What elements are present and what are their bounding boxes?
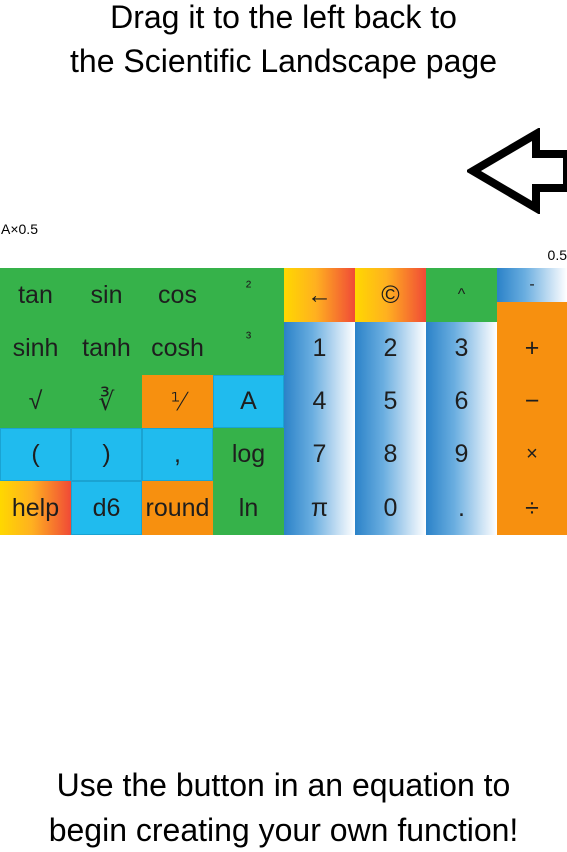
negate-key-spacer	[497, 302, 567, 322]
log-key[interactable]: log	[213, 428, 284, 481]
cbrt-key[interactable]: ∛	[71, 375, 142, 428]
negate-key[interactable]: -	[497, 268, 567, 302]
cube-key-spacer	[213, 355, 284, 375]
left-arrow-outline-icon[interactable]	[467, 128, 567, 214]
sqrt-key[interactable]: √	[0, 375, 71, 428]
digit-2-key[interactable]: 2	[355, 322, 426, 375]
divide-key[interactable]: ÷	[497, 481, 567, 535]
variable-a-key[interactable]: A	[213, 375, 284, 428]
digit-9-key[interactable]: 9	[426, 428, 497, 481]
reciprocal-key[interactable]: ⅟	[142, 375, 213, 428]
value-label: 0.5	[547, 247, 567, 263]
digit-0-key[interactable]: 0	[355, 481, 426, 535]
right-paren-key[interactable]: )	[71, 428, 142, 481]
digit-1-key[interactable]: 1	[284, 322, 355, 375]
digit-8-key[interactable]: 8	[355, 428, 426, 481]
hint-line-2: begin creating your own function!	[48, 812, 519, 848]
instruction-line-1: Drag it to the left back to	[110, 0, 457, 35]
round-key[interactable]: round	[142, 481, 213, 535]
left-paren-key[interactable]: (	[0, 428, 71, 481]
comma-key[interactable]: ,	[142, 428, 213, 481]
cube-key[interactable]: ³	[213, 322, 284, 355]
decimal-key[interactable]: .	[426, 481, 497, 535]
digit-5-key[interactable]: 5	[355, 375, 426, 428]
cosh-key[interactable]: cosh	[142, 322, 213, 375]
d6-key[interactable]: d6	[71, 481, 142, 535]
cos-key[interactable]: cos	[142, 268, 213, 322]
pi-key[interactable]: π	[284, 481, 355, 535]
function-label: A×0.5	[1, 221, 38, 237]
tan-key[interactable]: tan	[0, 268, 71, 322]
copyright-key[interactable]: ©	[355, 268, 426, 322]
calculator-keypad: tan sin cos ² ← © ^ - sinh tanh cosh ³ 1…	[0, 268, 567, 535]
ln-key[interactable]: ln	[213, 481, 284, 535]
sin-key[interactable]: sin	[71, 268, 142, 322]
help-key[interactable]: help	[0, 481, 71, 535]
digit-7-key[interactable]: 7	[284, 428, 355, 481]
digit-4-key[interactable]: 4	[284, 375, 355, 428]
backspace-key[interactable]: ←	[284, 268, 355, 322]
subtract-key[interactable]: −	[497, 375, 567, 428]
hint-line-1: Use the button in an equation to	[56, 767, 511, 803]
instruction-line-2: the Scientific Landscape page	[70, 43, 497, 79]
power-key[interactable]: ^	[426, 268, 497, 322]
square-key-spacer	[213, 308, 284, 322]
add-key[interactable]: +	[497, 322, 567, 375]
sinh-key[interactable]: sinh	[0, 322, 71, 375]
digit-3-key[interactable]: 3	[426, 322, 497, 375]
digit-6-key[interactable]: 6	[426, 375, 497, 428]
square-key[interactable]: ²	[213, 268, 284, 308]
multiply-key[interactable]: ×	[497, 428, 567, 481]
tanh-key[interactable]: tanh	[71, 322, 142, 375]
